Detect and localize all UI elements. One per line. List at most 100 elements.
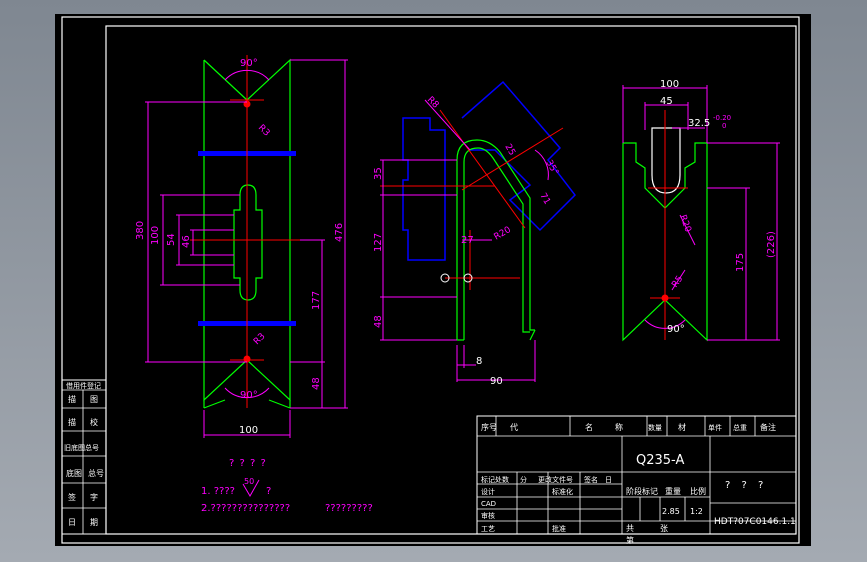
dim-45: 45 <box>660 96 673 107</box>
dim-25: 25 <box>502 143 516 158</box>
dim-54: 54 <box>166 233 177 246</box>
dim-127: 127 <box>373 233 384 252</box>
tb-h-single: 单件 <box>708 423 722 432</box>
technical-notes: ? ? ? ? 1. ???? 50 ? 2.??????????????? ?… <box>201 458 373 514</box>
bent-bar-outer <box>456 139 535 340</box>
side-r7b: 期 <box>90 518 98 527</box>
left-view: 90° 90° R3 R3 <box>135 55 348 438</box>
tb-doc: 更改文件号 <box>538 475 573 484</box>
dim-226: (226) <box>766 231 777 258</box>
dim-32-5: 32.5 <box>688 118 710 129</box>
dim-100-width: 100 <box>239 425 258 436</box>
side-r7a: 日 <box>68 518 76 527</box>
drawing-canvas: 90° 90° R3 R3 <box>61 16 800 545</box>
tb-h-name1: 名 <box>585 422 593 432</box>
dim-46: 46 <box>181 235 192 248</box>
notes-line-1: 1. ???? <box>201 486 235 497</box>
side-r5a: 底图 <box>66 468 82 478</box>
tolerance-upper: -0.20 <box>713 114 731 122</box>
drawing-sheet[interactable]: 90° 90° R3 R3 <box>55 14 811 546</box>
part-name: ? ? ? <box>725 480 767 491</box>
roughness-suffix: ? <box>266 486 271 497</box>
title-block: 序号 代 名 称 数量 材 单件 总重 备注 Q235-A 标记处数 分 更改文… <box>476 415 797 545</box>
right-angle-label: 90° <box>667 324 685 335</box>
tb-sheets-2: 张 <box>660 524 668 533</box>
tb-approve: 批准 <box>552 524 566 533</box>
tb-weight-value: 2.85 <box>662 507 680 516</box>
side-r3b: 校 <box>90 417 98 427</box>
tb-std: 标准化 <box>552 487 573 496</box>
right-view: 90° 100 45 32.5 -0.20 0 R20 R5 175 (226) <box>622 79 780 342</box>
angle-bottom-label: 90° <box>240 390 258 401</box>
tb-weight-label: 重量 <box>665 486 681 496</box>
right-clamp-block <box>461 80 576 232</box>
dim-90: 90 <box>490 376 503 387</box>
tb-h-material: 材 <box>678 422 686 432</box>
tb-design: 设计 <box>481 487 495 496</box>
r8-label: R8 <box>425 95 441 111</box>
dim-175: 175 <box>735 253 746 272</box>
dim-380: 380 <box>135 221 146 240</box>
side-r2a: 描 <box>68 394 76 404</box>
tb-scale-label: 比例 <box>690 486 706 496</box>
right-view-slot <box>651 127 681 194</box>
tb-h-code: 代 <box>510 422 518 432</box>
roughness-value: 50 <box>244 477 254 486</box>
r20-middle-label: R20 <box>493 225 514 243</box>
tolerance-lower: 0 <box>722 122 726 130</box>
material-spec: Q235-A <box>636 453 684 468</box>
tb-h-total: 总重 <box>733 423 747 432</box>
r5-label: R5 <box>670 274 685 290</box>
dim-100-inner: 100 <box>150 226 161 245</box>
angle-35: 35° <box>543 159 560 178</box>
tb-craft: 工艺 <box>481 525 495 533</box>
tb-h-count: 数量 <box>648 423 662 432</box>
dim-48-middle: 48 <box>373 315 384 328</box>
side-r1: 借用件登记 <box>66 381 101 390</box>
tb-h-seq: 序号 <box>481 422 497 432</box>
angle-top-label: 90° <box>240 58 258 69</box>
tb-sign: 签名 <box>584 475 598 484</box>
dim-35: 35 <box>373 167 384 180</box>
side-r3a: 描 <box>68 417 76 427</box>
notes-line-2: 2.??????????????? <box>201 503 290 514</box>
dim-100-right: 100 <box>660 79 679 90</box>
notes-title: ? ? ? ? <box>229 458 267 469</box>
tb-stage: 阶段标记 <box>626 486 658 496</box>
dim-48-left: 48 <box>311 377 322 390</box>
tb-check: 审核 <box>481 511 495 520</box>
dim-27: 27 <box>461 235 474 246</box>
radius-bottom-label: R3 <box>252 332 268 348</box>
tb-date: 日 <box>605 476 612 484</box>
right-hole-marker <box>661 294 669 302</box>
dim-177: 177 <box>311 291 322 310</box>
middle-view: R8 35 127 48 27 R20 25 71 35° 8 90 <box>373 80 576 387</box>
left-view-slot <box>233 184 263 301</box>
side-r2b: 图 <box>90 395 98 404</box>
tb-sheet-1: 第 <box>626 535 634 545</box>
tb-sheets-1: 共 <box>626 524 634 533</box>
r20-right-label: R20 <box>677 214 693 234</box>
tb-cad: CAD <box>481 500 496 508</box>
tb-h-name2: 称 <box>615 422 623 432</box>
drawing-number: HDT?07C0146.1.1 <box>714 517 796 527</box>
dim-71: 71 <box>537 192 551 207</box>
roughness-symbol <box>242 479 260 498</box>
side-r6a: 签 <box>68 492 76 502</box>
bent-bar-inner <box>463 147 530 340</box>
tb-h-remark: 备注 <box>760 422 776 432</box>
dim-476: 476 <box>334 223 345 242</box>
tb-scale-value: 1:2 <box>690 507 703 516</box>
side-r5b: 总号 <box>88 468 104 478</box>
radius-top-label: R3 <box>256 123 272 139</box>
outer-frame <box>61 16 800 544</box>
side-revision-table: 借用件登记 描 图 描 校 旧底图总号 底图 总号 签 字 日 期 <box>61 379 107 535</box>
tb-zone: 分 <box>520 475 527 484</box>
right-view-outline <box>622 142 708 342</box>
notes-line-2b: ????????? <box>325 503 373 514</box>
tb-mark: 标记处数 <box>481 475 509 484</box>
inner-frame <box>105 25 797 535</box>
pivot-hole <box>463 273 473 283</box>
side-r4: 旧底图总号 <box>64 443 99 452</box>
dim-8: 8 <box>476 356 482 367</box>
